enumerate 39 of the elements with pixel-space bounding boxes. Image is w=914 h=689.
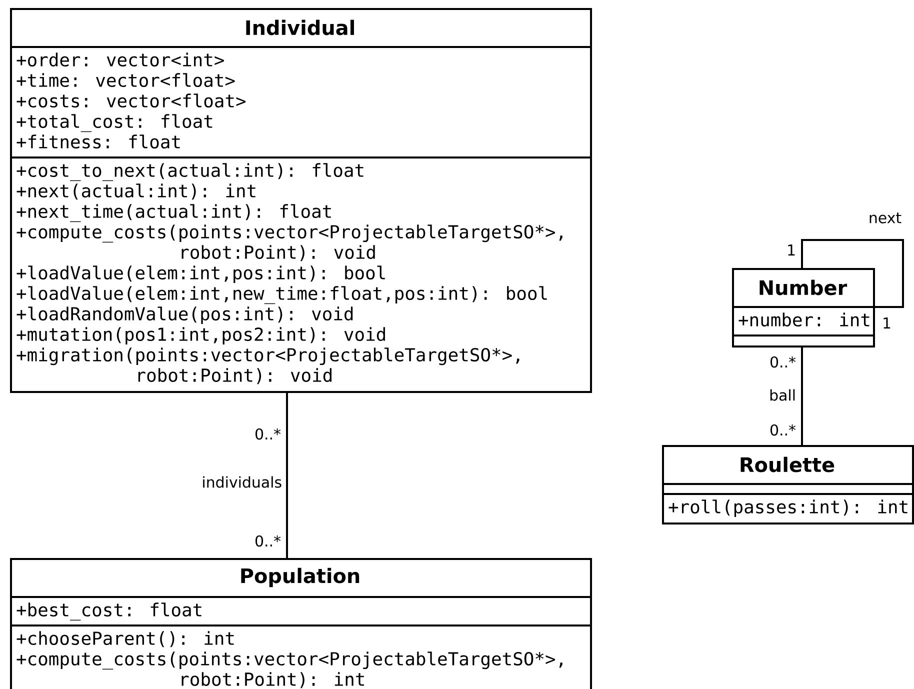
association-line bbox=[801, 348, 803, 445]
attribute-text: +fitness: float bbox=[16, 134, 180, 149]
class-box bbox=[732, 268, 875, 348]
class-name: Roulette bbox=[740, 456, 834, 472]
method-text: +roll(passes:int): int bbox=[668, 500, 908, 518]
class-name: Number bbox=[760, 280, 848, 296]
method-text: +chooseParent(): int bbox=[16, 631, 234, 648]
class-name: Population bbox=[241, 568, 360, 588]
method-text: +loadRandomValue(pos:int): void bbox=[16, 306, 353, 324]
attribute-text: +number: int bbox=[738, 312, 870, 327]
multiplicity-label: 0..* bbox=[770, 356, 796, 368]
class-box bbox=[10, 8, 592, 393]
method-text: +next(actual:int): int bbox=[16, 184, 256, 200]
attribute-text: +best_cost: float bbox=[16, 602, 202, 621]
method-text: +next_time(actual:int): float bbox=[16, 204, 331, 222]
method-text: +mutation(pos1:int,pos2:int): void bbox=[16, 327, 385, 345]
attribute-text: +time: vector<float> bbox=[16, 73, 235, 88]
attribute-text: +costs: vector<float> bbox=[16, 94, 246, 108]
method-text: +compute_costs(points:vector<ProjectableTargetSO*>, robot:Point): int bbox=[16, 652, 562, 688]
method-text: +migration(points:vector<ProjectableTargetSO*>, robot:Point): void bbox=[16, 348, 520, 384]
attribute-text: +order: vector<int> bbox=[16, 52, 224, 67]
multiplicity-label: 1 bbox=[884, 318, 890, 328]
class-name: Individual bbox=[246, 20, 354, 36]
multiplicity-label: 1 bbox=[788, 244, 795, 256]
multiplicity-label: 0..* bbox=[256, 428, 281, 440]
self-association-line bbox=[801, 239, 904, 308]
method-text: +loadValue(elem:int,pos:int): bool bbox=[16, 266, 385, 284]
association-line bbox=[286, 393, 288, 558]
class-box bbox=[10, 558, 592, 689]
method-text: +loadValue(elem:int,new_time:float,pos:int): bool bbox=[16, 286, 547, 304]
edge-label: individuals bbox=[203, 476, 282, 488]
multiplicity-label: 0..* bbox=[256, 535, 281, 547]
multiplicity-label: 0..* bbox=[770, 424, 796, 436]
edge-label: ball bbox=[770, 389, 795, 401]
attribute-text: +total_cost: float bbox=[16, 114, 212, 132]
edge-label: next bbox=[870, 212, 902, 224]
class-box bbox=[662, 445, 914, 524]
method-text: +compute_costs(points:vector<ProjectableTargetSO*>, robot:Point): void bbox=[16, 224, 562, 262]
method-text: +cost_to_next(actual:int): float bbox=[16, 163, 364, 182]
